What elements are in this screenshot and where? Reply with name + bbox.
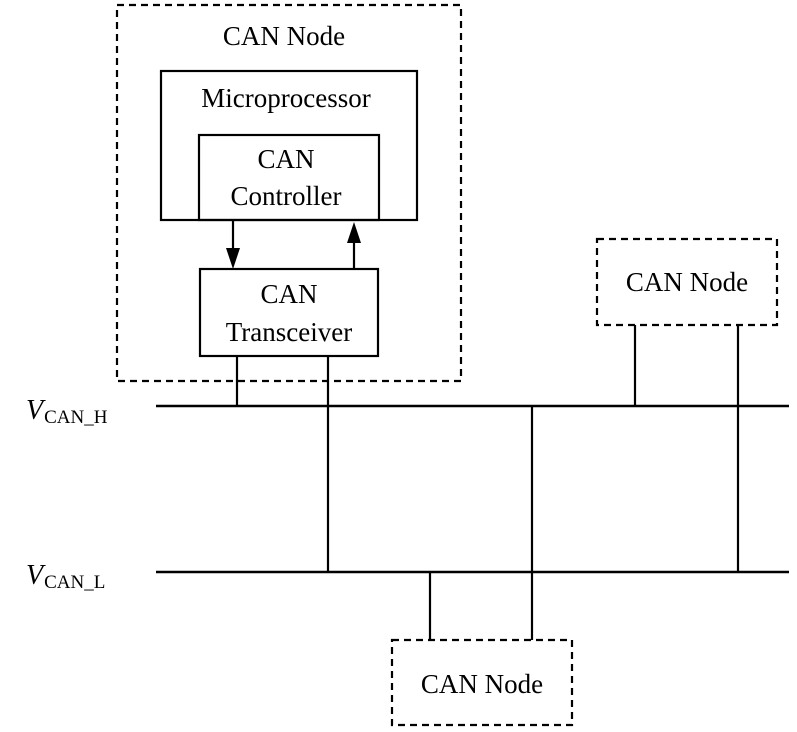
main-can-node-border	[115, 3, 463, 383]
bus-high-label: VCAN_H	[26, 395, 108, 428]
can-controller-label-line1: CAN	[257, 144, 314, 174]
can-transceiver-label-line2: Transceiver	[226, 317, 352, 347]
bottom-can-node-label: CAN Node	[421, 669, 543, 699]
bus-low-label: VCAN_L	[26, 560, 105, 593]
arrow-up	[347, 222, 361, 269]
bottom-can-node: CAN Node	[390, 638, 574, 727]
main-can-node-label: CAN Node	[223, 21, 345, 51]
main-can-node: CAN Node Microprocessor CAN Controller C…	[115, 3, 463, 383]
right-can-node-label: CAN Node	[626, 267, 748, 297]
can-transceiver-box	[198, 267, 380, 358]
arrow-up-head	[347, 222, 361, 243]
right-can-node: CAN Node	[595, 237, 779, 327]
can-transceiver-label-line1: CAN	[260, 279, 317, 309]
can-controller-label-line2: Controller	[231, 181, 342, 211]
arrow-down-head	[226, 248, 240, 269]
bottom-can-node-border	[390, 638, 574, 727]
arrow-down	[226, 220, 240, 269]
can-controller-box	[197, 133, 381, 222]
right-can-node-border	[595, 237, 779, 327]
bus-high: VCAN_H	[26, 395, 789, 428]
microprocessor-label: Microprocessor	[201, 83, 370, 113]
bus-low: VCAN_L	[26, 560, 789, 593]
